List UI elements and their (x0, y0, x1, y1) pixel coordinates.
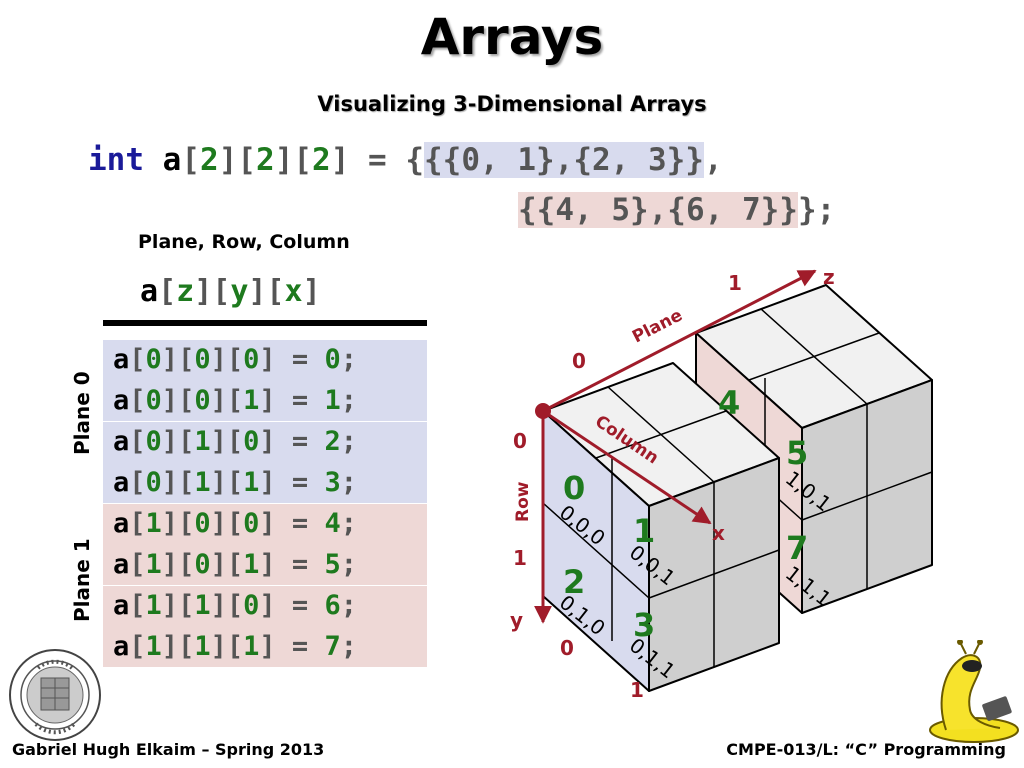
index-value: 0 (243, 344, 260, 375)
front-block (542, 362, 780, 692)
assigned-value: 2 (324, 426, 341, 457)
index-value: 0 (145, 384, 162, 416)
declaration-line-1: int a[2][2][2] = {{{0, 1},{2, 3}}, (88, 142, 723, 178)
assigned-value: 7 (324, 630, 341, 662)
x-axis-label: x (712, 521, 725, 545)
assignment-row: a[0][1][0] = 2; (103, 421, 427, 463)
assigned-value: 0 (324, 344, 341, 375)
cell-value-2: 2 (563, 563, 585, 601)
dim-0: 2 (200, 142, 219, 178)
index-value: 1 (194, 466, 211, 498)
university-seal-logo (9, 649, 101, 741)
cell-value-7: 7 (786, 529, 808, 567)
row-tick-1: 1 (513, 546, 527, 570)
dim-1: 2 (256, 142, 275, 178)
assignment-row: a[1][1][1] = 7; (103, 626, 427, 667)
index-value: 0 (194, 548, 211, 580)
assignment-row: a[0][0][1] = 1; (103, 380, 427, 421)
index-value: 1 (194, 590, 211, 621)
index-value: 1 (145, 630, 162, 662)
cell-value-4: 4 (718, 384, 740, 422)
origin-dot (535, 403, 551, 419)
z-axis (542, 269, 817, 413)
col-tick-0: 0 (560, 636, 574, 660)
x-axis (542, 409, 712, 525)
index-value: 0 (194, 344, 211, 375)
slug-mascot-logo (929, 640, 1019, 743)
y-axis-label: y (510, 608, 523, 632)
dim-2: 2 (312, 142, 331, 178)
assignment-row: a[0][0][0] = 0; (103, 340, 427, 381)
row-tick-0: 0 (513, 429, 527, 453)
index-value: 1 (243, 466, 260, 498)
assignment-table: a[0][0][0] = 0;a[0][0][1] = 1;a[0][1][0]… (103, 340, 427, 667)
slide-subtitle: Visualizing 3-Dimensional Arrays (317, 92, 707, 116)
index-value: 0 (194, 508, 211, 539)
assignment-row: a[1][1][0] = 6; (103, 585, 427, 627)
index-value: 0 (194, 384, 211, 416)
z-tick-0: 0 (572, 349, 586, 373)
footer-author: Gabriel Hugh Elkaim – Spring 2013 (12, 740, 325, 759)
cell-value-1: 1 (633, 512, 655, 550)
cell-value-3: 3 (633, 606, 655, 644)
assignment-row: a[0][1][1] = 3; (103, 462, 427, 503)
line1-end: , (703, 142, 723, 178)
index-value: 1 (243, 630, 260, 662)
plane-0-initializer: {{0, 1},{2, 3}} (424, 142, 704, 178)
index-value: 1 (194, 630, 211, 662)
index-value: 0 (243, 426, 260, 457)
cell-value-5: 5 (786, 434, 808, 472)
index-order-label: Plane, Row, Column (138, 231, 350, 253)
slide-title: Arrays (420, 8, 604, 66)
assignment-row: a[1][0][1] = 5; (103, 544, 427, 585)
type-keyword: int (88, 142, 144, 178)
index-value: 1 (194, 426, 211, 457)
index-value: 0 (145, 426, 162, 457)
row-axis-label: Row (513, 481, 533, 522)
assigned-value: 1 (324, 384, 341, 416)
cell-value-0: 0 (563, 469, 585, 507)
footer-course: CMPE-013/L: “C” Programming (726, 740, 1006, 759)
array-name: a (162, 142, 182, 178)
declaration-line-2: {{4, 5},{6, 7}}}; (518, 192, 835, 228)
index-value: 0 (145, 466, 162, 498)
assigned-value: 5 (324, 548, 341, 580)
index-value: 1 (145, 508, 162, 539)
divider-rule (103, 320, 427, 326)
assigned-value: 3 (324, 466, 341, 498)
index-value: 0 (243, 508, 260, 539)
assigned-value: 4 (324, 508, 341, 539)
index-value: 1 (145, 548, 162, 580)
line2-end: }; (797, 192, 836, 228)
z-tick-1: 1 (728, 271, 742, 295)
assign-op: = { (349, 142, 425, 178)
plane-1-initializer: {{4, 5},{6, 7}} (518, 192, 798, 228)
index-value: 1 (243, 384, 260, 416)
index-value: 0 (243, 590, 260, 621)
col-tick-1: 1 (630, 678, 644, 702)
index-template: a[z][y][x] (140, 274, 321, 309)
assigned-value: 6 (324, 590, 341, 621)
z-axis-label: z (823, 265, 835, 289)
axes (534, 269, 817, 624)
assignment-row: a[1][0][0] = 4; (103, 503, 427, 545)
index-value: 1 (145, 590, 162, 621)
index-value: 1 (243, 548, 260, 580)
index-value: 0 (145, 344, 162, 375)
